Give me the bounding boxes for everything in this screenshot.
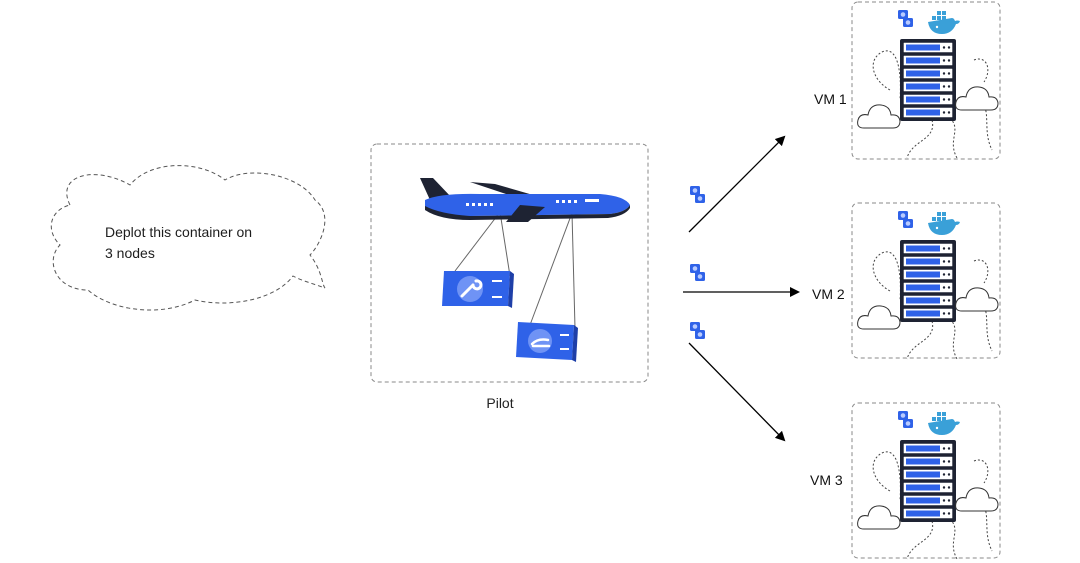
vm1-label: VM 1 [814, 91, 847, 107]
arrow-to-vm1 [688, 135, 786, 233]
vm1-box [851, 1, 1001, 160]
container-packet-icon [690, 264, 705, 281]
bubble-text-line1: Deplot this container on [105, 224, 253, 240]
thought-bubble [50, 165, 326, 311]
server-rack-icon [858, 411, 998, 559]
vm2-box [851, 202, 1001, 359]
wrench-cargo-icon [442, 271, 514, 308]
container-packet-icon [690, 186, 705, 203]
airplane-icon [420, 178, 630, 329]
vm2-label: VM 2 [812, 286, 845, 302]
server-rack-icon [858, 211, 998, 359]
container-packet-icon [690, 322, 705, 339]
vm3-label: VM 3 [810, 472, 843, 488]
hand-cargo-icon [516, 322, 578, 362]
bubble-text-line2: 3 nodes [105, 245, 155, 261]
pilot-box [370, 143, 649, 383]
vm3-box [851, 402, 1001, 559]
server-rack-icon [858, 10, 998, 158]
thought-bubble-text: Deplot this container on 3 nodes [105, 222, 305, 264]
pilot-label: Pilot [486, 395, 514, 411]
arrow-to-vm3 [688, 342, 786, 442]
